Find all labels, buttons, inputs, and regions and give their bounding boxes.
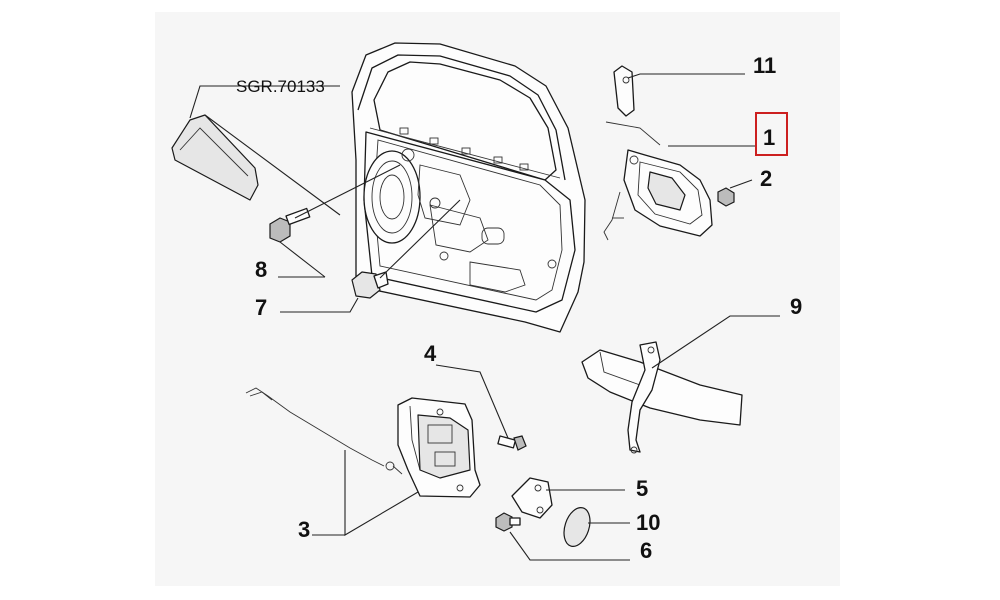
door-panel[interactable]	[351, 42, 586, 333]
door-lock-mechanism[interactable]	[397, 397, 481, 498]
leader-code-to-door	[204, 114, 341, 216]
leader-6	[509, 531, 630, 561]
label-11: 11	[753, 53, 776, 78]
leader-9	[651, 315, 780, 369]
nut-2[interactable]	[717, 187, 735, 207]
striker-5[interactable]	[511, 477, 553, 519]
leader-11	[627, 73, 745, 79]
label-1-highlight-box	[755, 112, 788, 156]
handle-assembly-1[interactable]	[603, 121, 713, 241]
label-1: 1	[763, 125, 775, 150]
leader-code	[189, 85, 340, 119]
label-4: 4	[424, 341, 437, 366]
screw-6[interactable]	[495, 512, 521, 532]
label-2: 2	[760, 166, 772, 191]
label-8: 8	[255, 257, 267, 282]
label-6: 6	[640, 538, 652, 563]
label-9: 9	[790, 294, 802, 319]
screw-4[interactable]	[497, 435, 527, 451]
leader-8a	[279, 241, 326, 278]
leader-7-door	[379, 199, 461, 279]
bracket-11[interactable]	[613, 65, 635, 117]
door-trim-panel[interactable]	[171, 114, 259, 201]
speaker-opening	[363, 150, 421, 244]
leader-2	[729, 179, 753, 189]
inner-handle-9[interactable]	[581, 341, 743, 454]
label-10: 10	[636, 510, 660, 535]
label-3: 3	[298, 517, 310, 542]
clip-7[interactable]	[351, 271, 389, 299]
label-5: 5	[636, 476, 648, 501]
leader-8b	[294, 164, 401, 219]
cable-3[interactable]	[245, 387, 403, 475]
leader-7	[280, 297, 359, 313]
leader-4	[435, 364, 509, 439]
label-7: 7	[255, 295, 267, 320]
shim-10[interactable]	[559, 504, 594, 549]
part-code-label: SGR.70133	[236, 77, 325, 96]
